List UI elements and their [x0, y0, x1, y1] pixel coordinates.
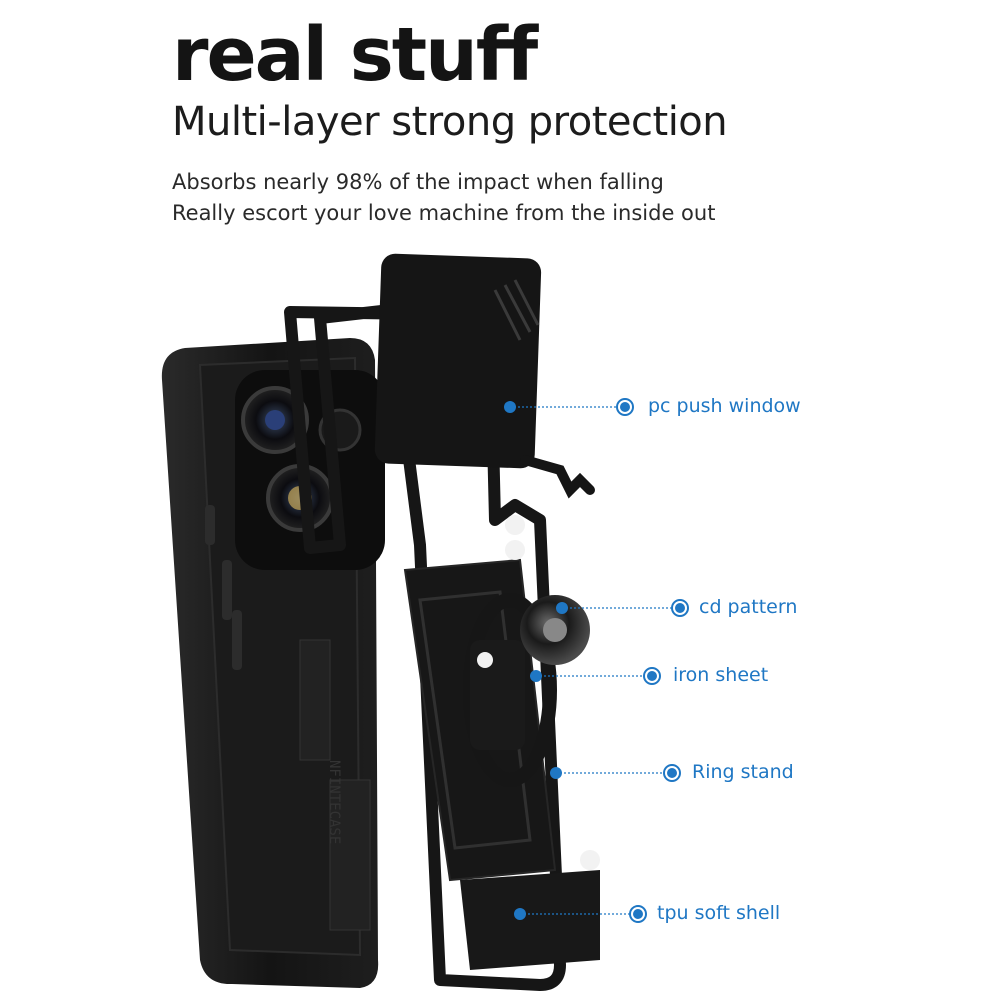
description-line-1: Absorbs nearly 98% of the impact when fa…	[172, 170, 664, 194]
callout-cd-pattern: cd pattern	[699, 596, 798, 618]
callout-ring-stand: Ring stand	[692, 761, 794, 783]
page-subtitle: Multi-layer strong protection	[172, 99, 728, 145]
callout-leaders	[510, 406, 680, 915]
callout-dots	[504, 398, 689, 923]
callout-pc-push-window: pc push window	[648, 395, 801, 417]
ring-stand-shape	[463, 593, 590, 787]
pc-push-window-shape	[374, 253, 595, 499]
description-line-2: Really escort your love machine from the…	[172, 201, 716, 225]
svg-text:NFINTECASE: NFINTECASE	[326, 760, 342, 844]
page-title: real stuff	[172, 12, 538, 98]
callout-tpu-soft-shell: tpu soft shell	[657, 902, 781, 924]
callout-iron-sheet: iron sheet	[673, 664, 769, 686]
